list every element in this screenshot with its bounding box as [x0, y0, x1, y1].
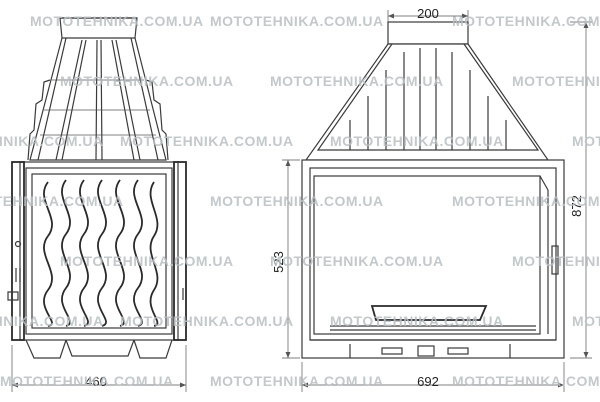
watermark: MOTOTEHNIKA.COM.UA [120, 313, 294, 329]
watermark: MOTOTEHNIKA.COM.UA [512, 253, 600, 269]
watermark: MOTOTEHNIKA.COM.UA [572, 133, 600, 149]
side-view: 200 523 872 692 [271, 6, 592, 392]
dim-side-width: 692 [417, 374, 439, 389]
watermark: MOTOTEHNIKA.COM.UA [512, 73, 600, 89]
side-hood-ribs [349, 48, 507, 150]
watermark: MOTOTEHNIKA.COM.UA [210, 193, 384, 209]
watermark: MOTOTEHNIKA.COM.UA [60, 253, 234, 269]
watermark: MOTOTEHNIKA.COM.UA [0, 313, 104, 329]
watermark: MOTOTEHNIKA.COM.UA [30, 13, 204, 29]
front-hood-ribs [40, 39, 156, 161]
watermarks: MOTOTEHNIKA.COM.UA MOTOTEHNIKA.COM.UA MO… [0, 13, 600, 389]
watermark: MOTOTEHNIKA.COM.UA [60, 73, 234, 89]
watermark: MOTOTEHNIKA.COM.UA [572, 313, 600, 329]
dim-front-width: 460 [85, 374, 107, 389]
watermark: MOTOTEHNIKA.COM.UA [210, 373, 384, 389]
front-view: 460 [7, 17, 187, 392]
watermark: MOTOTEHNIKA.COM.UA [0, 133, 104, 149]
watermark: MOTOTEHNIKA.COM.UA [452, 373, 600, 389]
watermark: MOTOTEHNIKA.COM.UA [210, 13, 384, 29]
watermark: MOTOTEHNIKA.COM.UA [120, 133, 294, 149]
watermark: MOTOTEHNIKA.COM.UA [330, 133, 504, 149]
watermark: MOTOTEHNIKA.COM.UA [0, 193, 124, 209]
watermark: MOTOTEHNIKA.COM.UA [270, 253, 444, 269]
watermark: MOTOTEHNIKA.COM.UA [452, 13, 600, 29]
front-wave-grill [43, 179, 159, 327]
watermark: MOTOTEHNIKA.COM.UA [452, 193, 600, 209]
dim-flue-width: 200 [417, 6, 439, 21]
dim-total-height: 872 [569, 195, 584, 217]
watermark: MOTOTEHNIKA.COM.UA [270, 73, 444, 89]
watermark: MOTOTEHNIKA.COM.UA [0, 373, 174, 389]
dim-firebox-height: 523 [271, 251, 286, 273]
watermark: MOTOTEHNIKA.COM.UA [330, 313, 504, 329]
